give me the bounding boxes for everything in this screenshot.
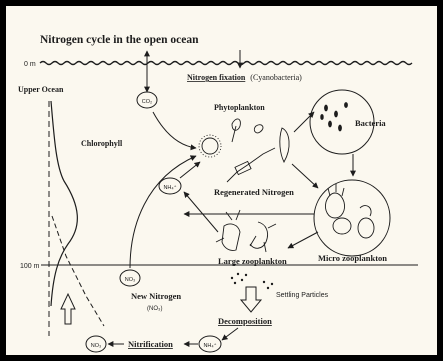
nitrogen-cycle-diagram: Nitrogen cycle in the open ocean 0 m 100… xyxy=(18,34,418,353)
settling-particles-label: Settling Particles xyxy=(276,292,329,299)
large-to-nh4-arrow xyxy=(183,191,219,233)
no3-paren-label: (NO₃) xyxy=(147,306,162,312)
bacteria-illustration xyxy=(320,102,348,132)
sea-surface-line xyxy=(39,60,413,66)
depth-label-surface: 0 m xyxy=(24,61,36,68)
large-zooplankton-illustration xyxy=(215,209,277,253)
nitrogen-fixation-term: Nitrogen fixation xyxy=(187,73,246,82)
bacteria-node xyxy=(309,89,375,155)
micro-zooplankton-node xyxy=(313,179,391,257)
nitrogen-fixation-label: Nitrogen fixation (Cyanobacteria) xyxy=(187,73,302,82)
bottom-no3-node: NO₃ xyxy=(85,335,107,353)
phyto-to-micro-arrow xyxy=(291,163,319,189)
regenerated-nitrogen-label: Regenerated Nitrogen xyxy=(214,187,294,197)
co2-node: CO₂ xyxy=(136,91,158,109)
settling-down-arrow xyxy=(239,286,263,313)
phytoplankton-label: Phytoplankton xyxy=(214,103,265,112)
large-zooplankton-label: Large zooplankton xyxy=(218,256,287,266)
upwelling-arrow xyxy=(60,292,76,325)
nh4-node: NH₄⁺ xyxy=(158,177,182,195)
micro-to-large-arrow xyxy=(287,231,319,249)
no3-to-phyto-arrow xyxy=(129,155,197,269)
depth-label-100m: 100 m xyxy=(20,263,40,270)
nh4-to-phyto-arrow xyxy=(179,161,201,179)
no3-node: NO₃ xyxy=(119,269,141,287)
diagram-paper: Nitrogen cycle in the open ocean 0 m 100… xyxy=(6,6,437,355)
bottom-no3-label: NO₃ xyxy=(91,343,102,349)
chlorophyll-label: Chlorophyll xyxy=(81,139,123,148)
bacteria-label: Bacteria xyxy=(355,118,386,128)
diagram-title: Nitrogen cycle in the open ocean xyxy=(40,34,199,46)
upper-ocean-label: Upper Ocean xyxy=(18,85,64,94)
decomposition-label: Decomposition xyxy=(218,316,272,326)
nh4-label: NH₄⁺ xyxy=(163,184,176,191)
micro-zooplankton-illustration xyxy=(325,184,375,239)
nitrate-profile-line xyxy=(51,215,105,327)
co2-to-phyto-arrow xyxy=(152,111,197,151)
new-nitrogen-label: New Nitrogen xyxy=(131,291,181,301)
micro-zooplankton-label: Micro zooplankton xyxy=(318,253,387,263)
cyanobacteria-note: (Cyanobacteria) xyxy=(250,73,302,82)
phytoplankton-illustration xyxy=(198,118,290,183)
decomposition-arrow xyxy=(221,327,239,341)
nitrification-label: Nitrification xyxy=(128,339,173,349)
phyto-to-bacteria-arrow xyxy=(293,111,315,133)
bottom-nh4-label: NH₄⁺ xyxy=(203,342,216,349)
chlorophyll-profile-curve xyxy=(50,100,78,307)
settling-particles-dots xyxy=(230,272,274,290)
co2-label: CO₂ xyxy=(142,99,152,105)
bottom-nh4-node: NH₄⁺ xyxy=(198,335,222,353)
no3-label: NO₃ xyxy=(125,277,136,283)
